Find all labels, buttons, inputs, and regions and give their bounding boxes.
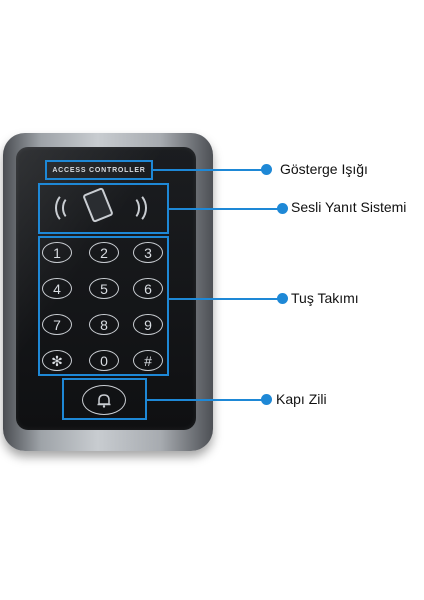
key-4[interactable]: 4 <box>42 278 72 299</box>
key-3[interactable]: 3 <box>133 242 163 263</box>
key-1[interactable]: 1 <box>42 242 72 263</box>
callout-label-audio: Sesli Yanıt Sistemi <box>291 199 407 215</box>
doorbell-highlight <box>62 378 147 420</box>
key-8[interactable]: 8 <box>89 314 119 335</box>
audio-system-highlight <box>38 183 169 234</box>
keypad-highlight <box>38 236 169 376</box>
connector-line <box>169 298 281 300</box>
indicator-label: ACCESS CONTROLLER <box>52 166 146 174</box>
bell-icon <box>97 394 111 408</box>
key-5[interactable]: 5 <box>89 278 119 299</box>
key-hash[interactable]: # <box>133 350 163 371</box>
connector-line <box>147 399 265 401</box>
indicator-light-highlight: ACCESS CONTROLLER <box>45 160 153 180</box>
signal-wave-left-outer <box>55 192 81 224</box>
callout-label-indicator: Gösterge Işığı <box>280 161 368 177</box>
key-6[interactable]: 6 <box>133 278 163 299</box>
connector-line <box>169 208 281 210</box>
callout-label-doorbell: Kapı Zili <box>276 391 327 407</box>
callout-dot <box>277 203 288 214</box>
key-0[interactable]: 0 <box>89 350 119 371</box>
callout-label-keypad: Tuş Takımı <box>291 290 359 306</box>
callout-dot <box>261 394 272 405</box>
key-7[interactable]: 7 <box>42 314 72 335</box>
doorbell-button[interactable] <box>82 385 126 415</box>
key-star[interactable]: ✻ <box>42 350 72 371</box>
connector-line <box>153 169 265 171</box>
signal-wave-right-outer <box>121 192 147 224</box>
callout-dot <box>261 164 272 175</box>
key-2[interactable]: 2 <box>89 242 119 263</box>
callout-dot <box>277 293 288 304</box>
key-9[interactable]: 9 <box>133 314 163 335</box>
